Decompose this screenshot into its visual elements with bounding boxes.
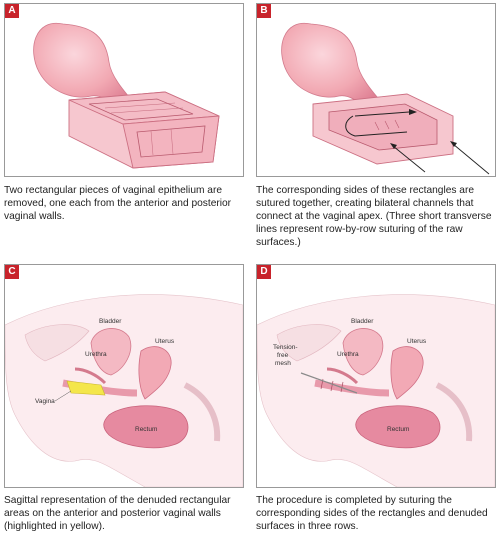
sacrum-shape <box>435 382 473 442</box>
uterus-shape <box>390 346 424 400</box>
panel-badge-b: B <box>257 4 271 18</box>
label-mesh-line3: mesh <box>275 360 291 367</box>
sacrum-shape <box>183 382 221 442</box>
illustration-frame-c: C Bladder Uterus Urethra Vagina Rectum <box>4 264 244 488</box>
anterior-rectangle <box>88 98 194 121</box>
illustration-frame-b: B <box>256 3 496 177</box>
caption-a: Two rectangular pieces of vaginal epithe… <box>4 185 232 222</box>
panel-badge-a: A <box>5 4 19 18</box>
label-urethra: Urethra <box>85 351 107 358</box>
urethra-shape <box>326 367 359 385</box>
channel-arrow-top <box>354 111 410 117</box>
rectum-shape <box>103 405 189 449</box>
tube-front-face <box>122 115 220 169</box>
pubic-region <box>24 324 90 362</box>
vaginal-canal <box>314 379 390 397</box>
illustration-d: Bladder Uterus Urethra Tension- free mes… <box>257 294 495 487</box>
suture-lines <box>374 119 400 131</box>
label-mesh-line2: free <box>277 352 289 359</box>
label-mesh-line1: Tension- <box>273 344 298 351</box>
leader-vagina <box>54 390 72 402</box>
illustration-a <box>33 22 220 169</box>
pointer-line-2 <box>452 143 490 175</box>
illustration-c: Bladder Uterus Urethra Vagina Rectum <box>5 294 243 487</box>
posterior-rectangle <box>136 125 206 158</box>
label-rectum: Rectum <box>135 426 157 433</box>
caption-b: The corresponding sides of these rectang… <box>256 185 492 248</box>
uterus-shape <box>138 346 172 400</box>
yellow-highlight <box>66 380 106 396</box>
illustration-frame-a: A <box>4 3 244 177</box>
bladder-shape <box>342 328 384 376</box>
label-uterus: Uterus <box>407 338 427 345</box>
label-rectum: Rectum <box>387 426 409 433</box>
illustration-b <box>281 22 490 175</box>
pubic-region <box>276 324 342 362</box>
rectum-shape <box>355 405 441 449</box>
arrowhead-pointer-1 <box>390 143 397 149</box>
caption-d: The procedure is completed by suturing t… <box>256 495 488 532</box>
arrowhead-pointer-2 <box>450 141 457 147</box>
label-bladder: Bladder <box>99 318 122 325</box>
pointer-line-1 <box>392 145 426 173</box>
label-urethra: Urethra <box>337 351 359 358</box>
panel-badge-d: D <box>257 265 271 279</box>
illustration-frame-d: D Bladder Uterus Urethra Tension- free m… <box>256 264 496 488</box>
label-vagina: Vagina <box>35 398 55 405</box>
rectangle-inner-lines-post <box>150 128 174 156</box>
arrowhead-top <box>409 109 417 115</box>
uterus-shape <box>281 22 384 113</box>
panel-badge-c: C <box>5 265 19 279</box>
urethra-shape <box>74 367 107 385</box>
bladder-shape <box>90 328 132 376</box>
label-uterus: Uterus <box>155 338 175 345</box>
label-bladder: Bladder <box>351 318 374 325</box>
caption-c: Sagittal representation of the denuded r… <box>4 495 231 532</box>
rectangle-inner-lines <box>104 102 184 114</box>
mesh-line <box>300 372 358 394</box>
apex-loop <box>345 115 408 137</box>
